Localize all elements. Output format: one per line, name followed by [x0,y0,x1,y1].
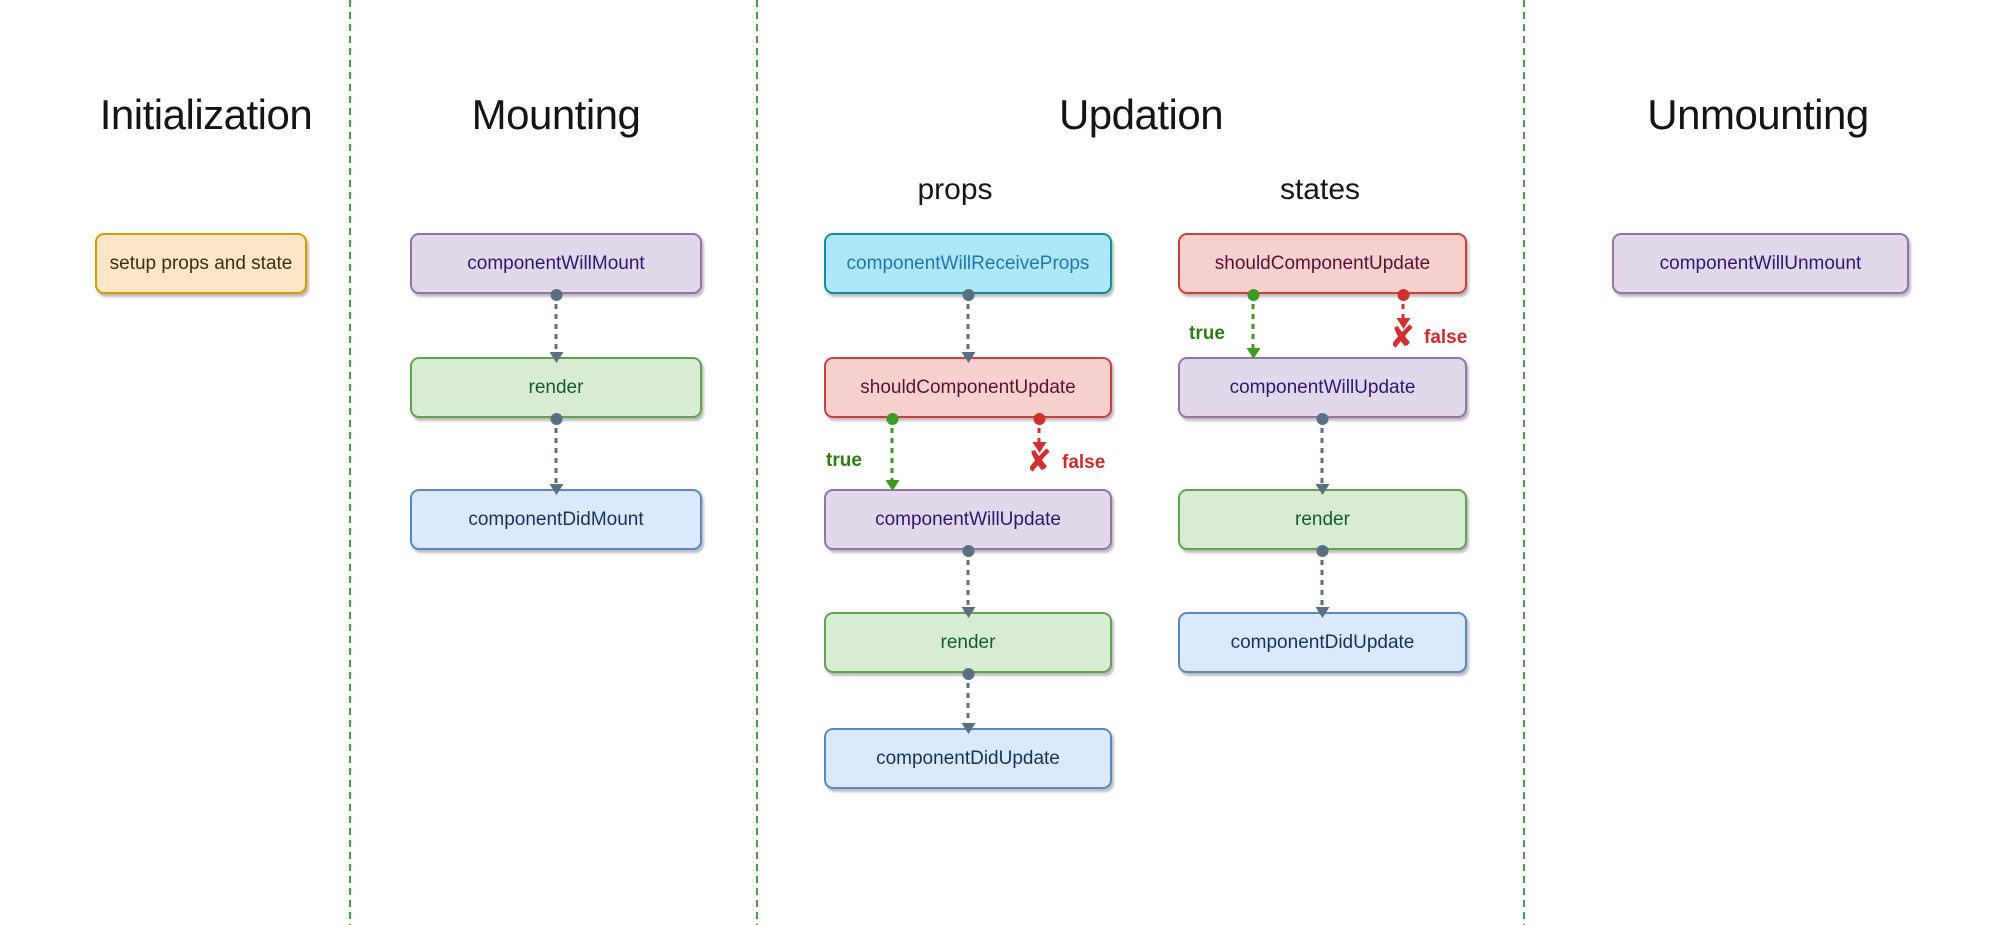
branch-label-true-states: true [1189,323,1225,344]
phase-divider [756,0,758,925]
phase-divider [349,0,351,925]
connector-arrow [554,418,558,486]
subcolumn-title-props: props [917,173,993,206]
connector-arrow [966,294,970,354]
connector-true-branch-states [1251,294,1255,350]
node-componentwillunmount: componentWillUnmount [1612,233,1909,294]
branch-label-false-states: false [1424,327,1468,348]
phase-title-unmounting: Unmounting [1647,91,1869,138]
node-componentdidupdate-props: componentDidUpdate [824,728,1112,789]
connector-arrow [966,673,970,725]
subcolumn-title-states: states [1279,173,1361,206]
node-componentwillmount: componentWillMount [410,233,702,294]
connector-false-branch-props [1037,418,1041,444]
phase-title-mounting: Mounting [471,91,641,138]
node-render-states: render [1178,489,1467,550]
connector-false-branch-states [1401,294,1405,320]
connector-arrow [1320,418,1324,486]
node-componentwillupdate-states: componentWillUpdate [1178,357,1467,418]
phase-title-initialization: Initialization [99,91,313,138]
node-componentdidupdate-states: componentDidUpdate [1178,612,1467,673]
connector-arrow [554,294,558,354]
node-componentwillupdate-props: componentWillUpdate [824,489,1112,550]
false-cross-icon: ✘ [1389,319,1415,356]
node-render-mounting: render [410,357,702,418]
node-componentwillreceiveprops: componentWillReceiveProps [824,233,1112,294]
phase-divider [1523,0,1525,925]
node-shouldcomponentupdate-states: shouldComponentUpdate [1178,233,1467,294]
node-componentdidmount: componentDidMount [410,489,702,550]
node-render-props: render [824,612,1112,673]
connector-true-branch-props [890,418,894,482]
connector-arrow [1320,550,1324,609]
phase-title-updation: Updation [1058,91,1224,138]
connector-arrow [966,550,970,609]
node-setup-props-and-state: setup props and state [95,233,307,294]
node-shouldcomponentupdate-props: shouldComponentUpdate [824,357,1112,418]
branch-label-true-props: true [826,450,862,471]
branch-label-false-props: false [1062,452,1106,473]
false-cross-icon: ✘ [1026,443,1052,480]
